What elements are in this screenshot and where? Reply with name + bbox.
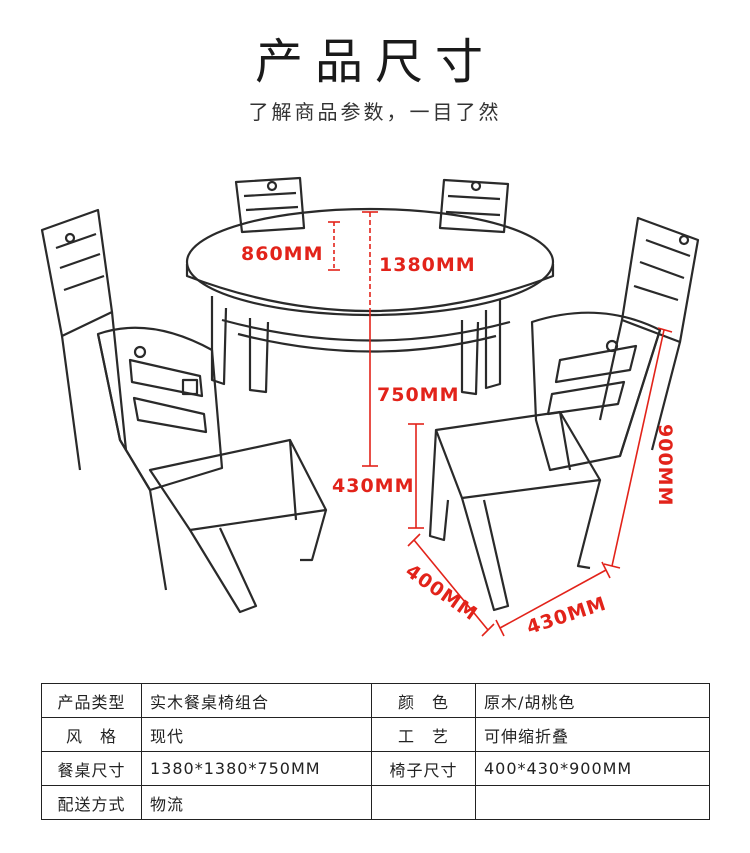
- dim-table-depth: 860MM: [241, 243, 324, 265]
- table-row: 配送方式 物流: [41, 785, 710, 820]
- dim-chair-height: 900MM: [654, 424, 676, 507]
- spec-label: 配送方式: [41, 785, 142, 820]
- spec-value: 400*430*900MM: [475, 751, 710, 786]
- spec-label: 风 格: [41, 717, 142, 752]
- spec-value: 现代: [141, 717, 372, 752]
- dim-seat-height: 430MM: [332, 475, 415, 497]
- spec-label: 椅子尺寸: [371, 751, 476, 786]
- dim-table-width: 1380MM: [379, 254, 476, 276]
- page-title: 产品尺寸: [254, 34, 495, 90]
- chair-front-right: [428, 311, 662, 612]
- spec-value: 实木餐桌椅组合: [141, 683, 372, 718]
- page-subtitle: 了解商品参数，一目了然: [248, 100, 502, 124]
- dim-table-height: 750MM: [377, 384, 460, 406]
- chair-front-left: [96, 326, 328, 614]
- table-row: 风 格 现代 工 艺 可伸缩折叠: [41, 717, 710, 752]
- spec-value: 原木/胡桃色: [475, 683, 710, 718]
- table-row: 餐桌尺寸 1380*1380*750MM 椅子尺寸 400*430*900MM: [41, 751, 710, 786]
- table-chair-sketch: [40, 176, 700, 637]
- spec-label: 餐桌尺寸: [41, 751, 142, 786]
- chair-right-far: [598, 216, 700, 451]
- spec-value: 1380*1380*750MM: [141, 751, 372, 786]
- spec-label: 颜 色: [371, 683, 476, 718]
- spec-label: [371, 785, 476, 820]
- spec-label: 工 艺: [371, 717, 476, 752]
- spec-table: 产品类型 实木餐桌椅组合 颜 色 原木/胡桃色 风 格 现代 工 艺 可伸缩折叠…: [41, 683, 710, 820]
- spec-value: [475, 785, 710, 820]
- spec-label: 产品类型: [41, 683, 142, 718]
- spec-value: 可伸缩折叠: [475, 717, 710, 752]
- back-chair-left: [234, 176, 306, 234]
- table-row: 产品类型 实木餐桌椅组合 颜 色 原木/胡桃色: [41, 683, 710, 718]
- spec-value: 物流: [141, 785, 372, 820]
- chair-left-far: [40, 208, 128, 471]
